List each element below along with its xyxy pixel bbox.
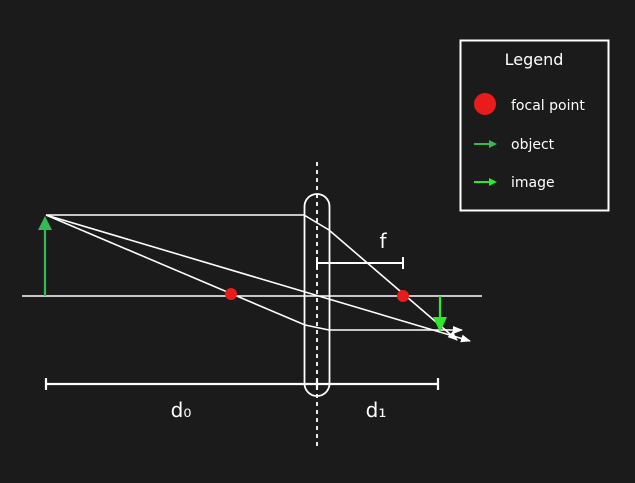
legend-focal-point-marker xyxy=(474,93,496,115)
focal-point-near xyxy=(225,288,237,300)
legend-object-label: object xyxy=(511,137,555,153)
legend: Legend focal point object image xyxy=(459,39,610,212)
ray-focal xyxy=(45,214,463,334)
object-arrow-head xyxy=(38,216,52,230)
legend-object-marker-head xyxy=(489,140,497,148)
legend-image-marker-head xyxy=(489,178,497,186)
object-distance-label: d₀ xyxy=(171,398,192,422)
legend-image-label: image xyxy=(511,175,555,191)
focal-point-far xyxy=(397,290,409,302)
image-arrow-head xyxy=(433,317,447,332)
legend-title: Legend xyxy=(505,50,564,69)
legend-box xyxy=(459,39,610,212)
lens xyxy=(303,193,331,397)
legend-focal-point-label: focal point xyxy=(511,98,585,114)
ray-center xyxy=(45,214,471,343)
image-distance-label: d₁ xyxy=(366,398,387,422)
ray-parallel xyxy=(46,214,458,341)
focal-length-label: f xyxy=(379,229,387,253)
